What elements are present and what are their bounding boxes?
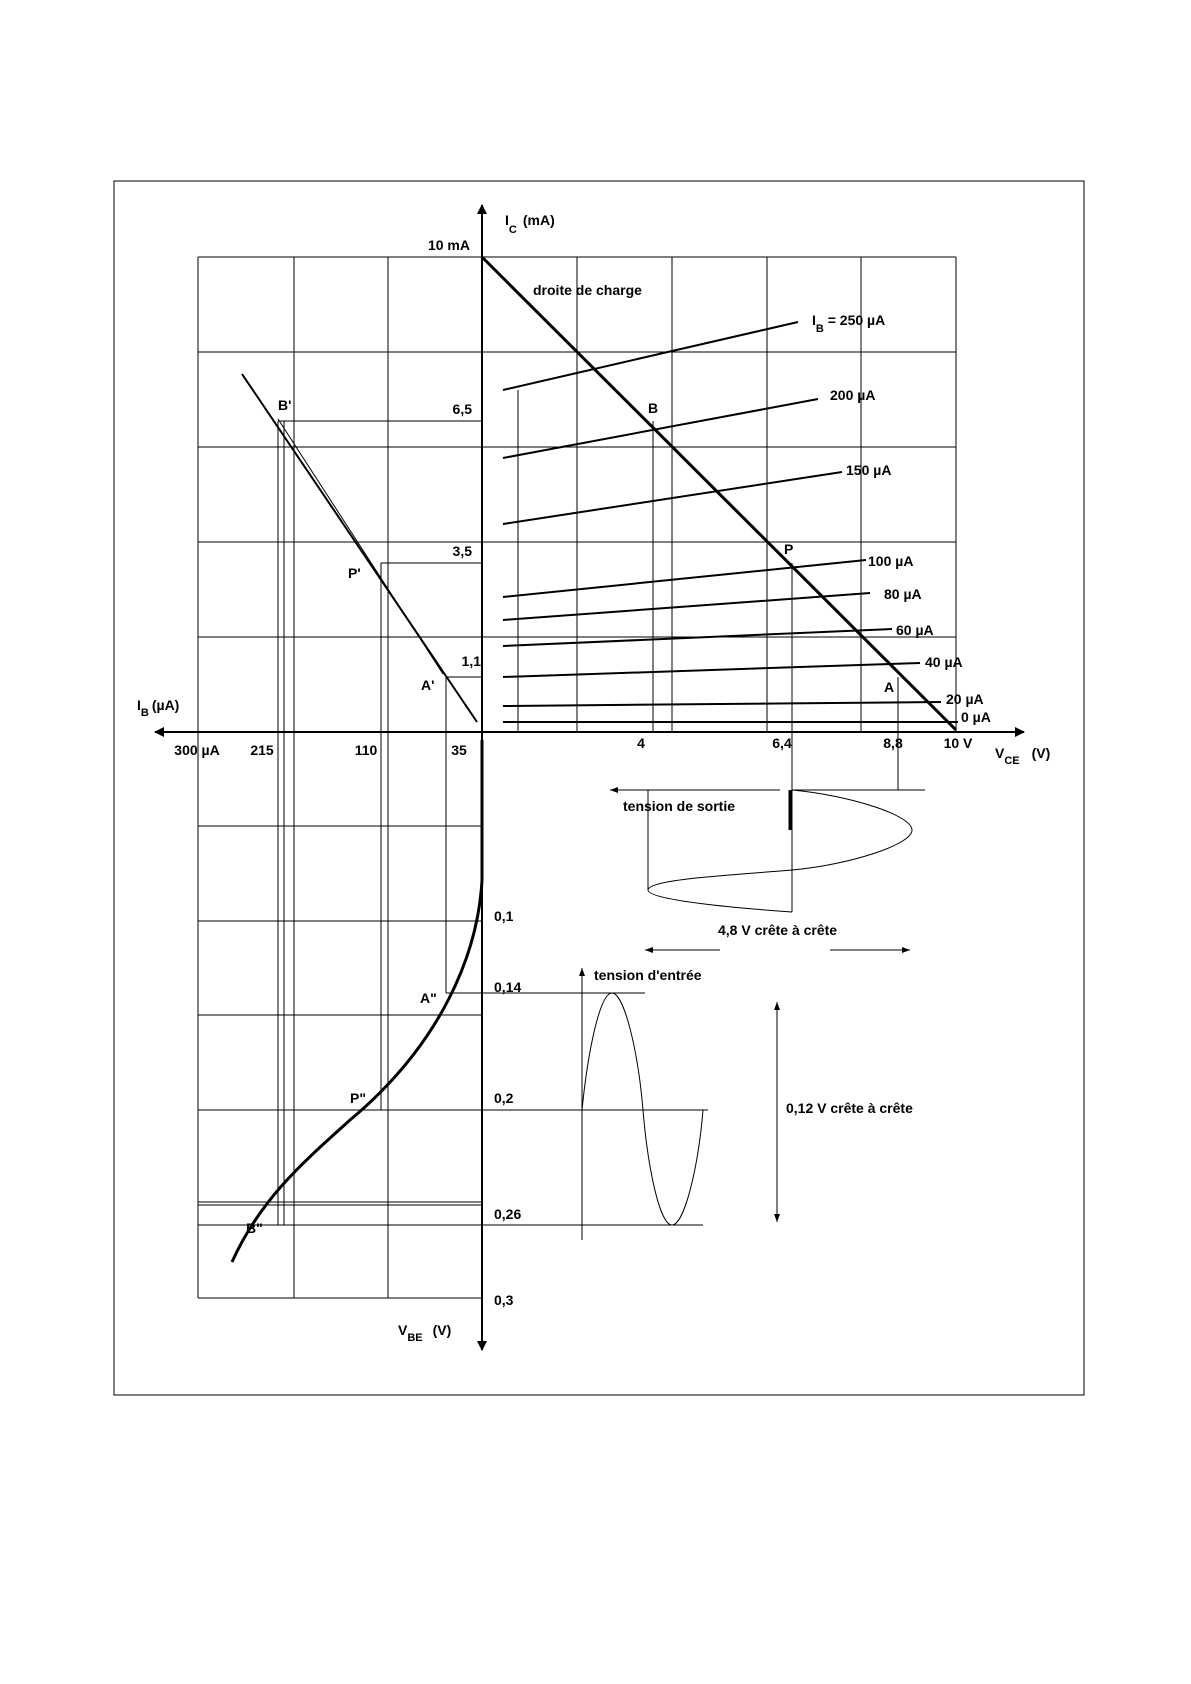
point-b: B [648,400,658,416]
vbe-tick-0-26: 0,26 [494,1206,521,1222]
vce-tick-4: 4 [637,735,645,751]
curve-label-150ua: 150 µA [846,462,891,478]
curve-80ua [503,593,870,620]
curve-20ua [503,702,941,706]
curve-100ua [503,560,866,597]
vbe-tick-0-1: 0,1 [494,908,514,924]
curve-label-0ua: 0 µA [961,709,991,725]
output-amplitude-label: 4,8 V crête à crête [718,922,837,938]
input-signal-label: tension d'entrée [594,967,702,983]
ic-tick-10ma: 10 mA [428,237,470,253]
ib-tick-110: 110 [355,742,378,758]
vce-tick-6-4: 6,4 [772,735,792,751]
point-a-prime: A' [421,677,434,693]
point-b-second: B" [246,1220,263,1236]
load-line-label: droite de charge [533,282,642,298]
vbe-tick-0-3: 0,3 [494,1292,514,1308]
curve-40ua [503,663,920,677]
curve-200ua [503,399,818,458]
vce-tick-10v: 10 V [944,735,973,751]
vbe-axis-title: VBE(V) [398,1322,451,1344]
point-p: P [784,541,793,557]
vce-axis-title: VCE(V) [995,745,1050,767]
ib-tick-35: 35 [451,742,467,758]
ic-axis-title: IC(mA) [505,212,555,236]
ic-tick-1-1: 1,1 [462,653,482,669]
ib-tick-300: 300 µA [174,742,219,758]
input-characteristic [232,740,482,1262]
curve-label-100ua: 100 µA [868,553,913,569]
vce-tick-8-8: 8,8 [883,735,903,751]
curve-250ua [503,322,798,390]
input-amplitude-label: 0,12 V crête à crête [786,1100,913,1116]
point-b-prime: B' [278,397,291,413]
vbe-tick-0-2: 0,2 [494,1090,514,1106]
input-signal [582,968,777,1240]
point-a: A [884,679,894,695]
ib-tick-215: 215 [250,742,274,758]
point-p-second: P" [350,1090,366,1106]
curve-label-60ua: 60 µA [896,622,934,638]
ib-axis-title: IB(µA) [137,697,179,719]
curve-label-80ua: 80 µA [884,586,922,602]
output-signal-label: tension de sortie [623,798,735,814]
point-p-prime: P' [348,565,361,581]
curve-label-200ua: 200 µA [830,387,875,403]
curve-label-250ua: IB = 250 µA [812,312,885,335]
grid [198,257,956,1298]
curve-label-40ua: 40 µA [925,654,963,670]
curve-label-20ua: 20 µA [946,691,984,707]
transfer-characteristic [242,374,477,722]
ic-tick-3-5: 3,5 [453,543,473,559]
point-a-second: A" [420,990,437,1006]
ic-tick-6-5: 6,5 [453,401,473,417]
